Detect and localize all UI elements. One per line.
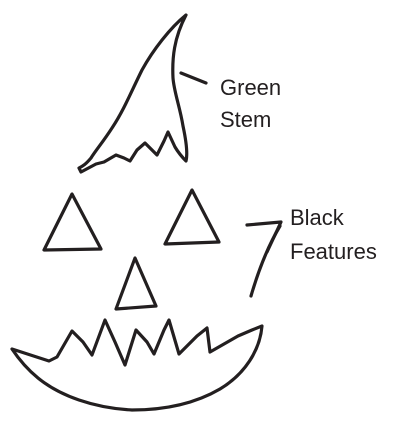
stem-leader-line <box>179 71 208 85</box>
stem-shape <box>77 13 189 174</box>
stem-label-line-2: Stem <box>220 107 271 132</box>
features-arrow-head <box>245 220 283 254</box>
features-label-line-2: Features <box>290 239 377 264</box>
mouth-shape <box>10 318 264 412</box>
features-label-line-1: Black <box>290 205 345 230</box>
nose-triangle <box>114 256 158 311</box>
right-eye-triangle <box>163 188 221 246</box>
left-eye-triangle <box>42 192 103 252</box>
stem-label-line-1: Green <box>220 75 281 100</box>
